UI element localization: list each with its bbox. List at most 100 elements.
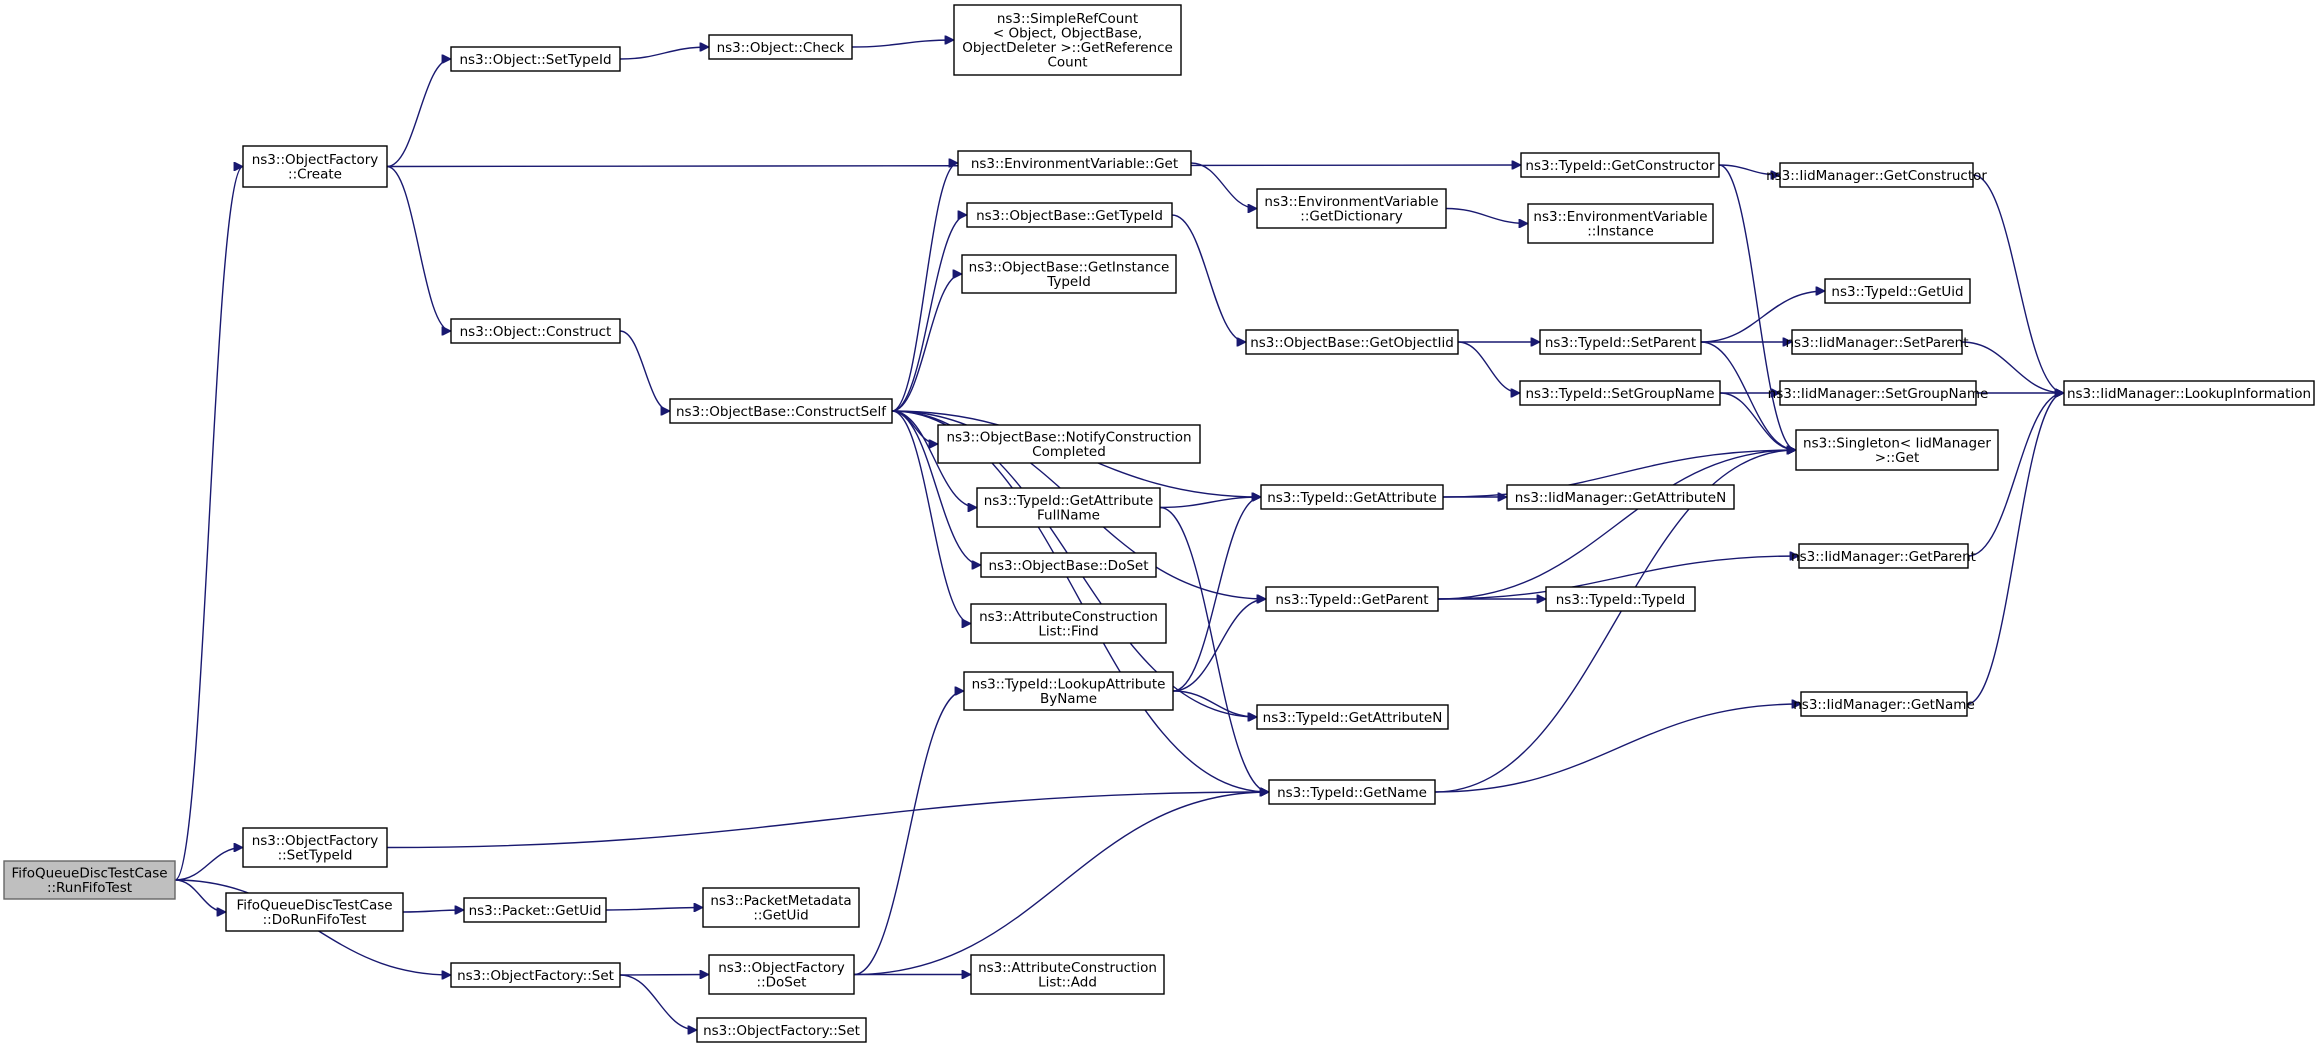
function-node-tid_setgroupname[interactable]: ns3::TypeId::SetGroupName xyxy=(1519,380,1721,406)
node-label-line: ns3::SimpleRefCount xyxy=(997,11,1138,27)
node-box xyxy=(1256,704,1449,730)
function-node-iid_setgroupname[interactable]: ns3::IidManager::SetGroupName xyxy=(1768,380,1989,406)
function-node-ob_gettypeid[interactable]: ns3::ObjectBase::GetTypeId xyxy=(966,202,1173,228)
function-node-of_settypeid[interactable]: ns3::ObjectFactory::SetTypeId xyxy=(242,827,388,868)
call-edges xyxy=(174,40,2064,1030)
function-node-env_getdict[interactable]: ns3::EnvironmentVariable::GetDictionary xyxy=(1256,188,1447,229)
function-node-ob_constructself[interactable]: ns3::ObjectBase::ConstructSelf xyxy=(669,398,893,424)
node-label-line: ns3::TypeId::GetConstructor xyxy=(1525,158,1715,174)
edge-ob_getobjectiid-to-tid_setgroupname xyxy=(1457,341,1520,393)
function-node-runfifo[interactable]: FifoQueueDiscTestCase::RunFifoTest xyxy=(3,860,176,900)
node-box xyxy=(1527,203,1714,244)
node-box xyxy=(961,254,1177,294)
function-node-env_instance[interactable]: ns3::EnvironmentVariable::Instance xyxy=(1527,203,1714,244)
function-node-pkt_getuid[interactable]: ns3::Packet::GetUid xyxy=(463,897,607,923)
node-label-line: ns3::Object::SetTypeId xyxy=(459,52,611,68)
edge-of_settypeid-to-tid_getname xyxy=(386,792,1269,849)
node-box xyxy=(970,603,1167,644)
edge-obj_settypeid-to-obj_check xyxy=(619,47,709,60)
edge-of_create-to-obj_settypeid xyxy=(386,59,451,168)
function-node-tid_getparent[interactable]: ns3::TypeId::GetParent xyxy=(1265,586,1439,612)
node-label-line: ByName xyxy=(1040,691,1097,707)
function-node-of_set[interactable]: ns3::ObjectFactory::Set xyxy=(450,962,621,988)
node-label-line: ns3::Packet::GetUid xyxy=(469,903,602,919)
function-node-tid_typeid[interactable]: ns3::TypeId::TypeId xyxy=(1545,586,1696,612)
edge-obj_check-to-srefcount xyxy=(851,40,954,48)
node-box xyxy=(1256,188,1447,229)
function-node-iid_getname[interactable]: ns3::IidManager::GetName xyxy=(1793,691,1975,717)
edge-runfifo-to-of_settypeid xyxy=(174,848,243,881)
node-label-line: ns3::ObjectBase::GetTypeId xyxy=(976,208,1163,224)
node-label-line: ns3::IidManager::GetParent xyxy=(1791,549,1976,565)
node-box xyxy=(450,318,621,344)
function-node-iid_getconstructor[interactable]: ns3::IidManager::GetConstructor xyxy=(1766,162,1987,188)
function-node-iid_setparent[interactable]: ns3::IidManager::SetParent xyxy=(1786,329,1969,355)
function-node-ob_doset[interactable]: ns3::ObjectBase::DoSet xyxy=(980,552,1157,578)
node-label-line: ::Instance xyxy=(1587,224,1654,240)
node-label-line: Count xyxy=(1047,55,1087,71)
node-label-line: TypeId xyxy=(1046,274,1091,290)
edge-tid_setparent-to-tid_getuid xyxy=(1700,291,1825,343)
edge-iid_setparent-to-iid_lookupinfo xyxy=(1961,341,2064,393)
function-node-env_get[interactable]: ns3::EnvironmentVariable::Get xyxy=(957,150,1192,176)
node-label-line: ns3::PacketMetadata xyxy=(710,893,851,909)
function-node-obj_check[interactable]: ns3::Object::Check xyxy=(708,34,853,60)
node-box xyxy=(708,954,855,995)
node-label-line: ns3::Object::Check xyxy=(717,40,845,56)
node-box xyxy=(1245,329,1459,355)
function-node-tid_getuid[interactable]: ns3::TypeId::GetUid xyxy=(1824,278,1971,304)
node-box xyxy=(463,897,607,923)
node-label-line: ns3::IidManager::SetGroupName xyxy=(1768,386,1989,402)
function-node-singleton_get[interactable]: ns3::Singleton< IidManager >::Get xyxy=(1795,429,1999,471)
function-node-tid_getname[interactable]: ns3::TypeId::GetName xyxy=(1268,779,1436,805)
node-box xyxy=(1824,278,1971,304)
edge-runfifo-to-dorunfifo xyxy=(174,879,226,912)
node-box xyxy=(1260,484,1444,510)
node-box xyxy=(3,860,176,900)
function-node-tid_getattrn[interactable]: ns3::TypeId::GetAttributeN xyxy=(1256,704,1449,730)
function-node-srefcount[interactable]: ns3::SimpleRefCount< Object, ObjectBase,… xyxy=(953,4,1182,76)
node-box xyxy=(1791,329,1963,355)
node-label-line: List::Find xyxy=(1038,624,1098,640)
node-label-line: ns3::ObjectBase::NotifyConstruction xyxy=(946,430,1191,446)
node-label-line: ns3::AttributeConstruction xyxy=(978,960,1157,976)
node-box xyxy=(1539,329,1702,355)
edge-ob_constructself-to-ob_gettypeid xyxy=(891,215,967,412)
node-label-line: ns3::EnvironmentVariable xyxy=(1264,194,1438,210)
function-node-of_doset[interactable]: ns3::ObjectFactory::DoSet xyxy=(708,954,855,995)
function-node-ob_notify[interactable]: ns3::ObjectBase::NotifyConstructionCompl… xyxy=(937,424,1201,464)
function-node-iid_lookupinfo[interactable]: ns3::IidManager::LookupInformation xyxy=(2063,380,2315,406)
node-label-line: FifoQueueDiscTestCase xyxy=(236,898,392,914)
function-node-tid_getattribute[interactable]: ns3::TypeId::GetAttribute xyxy=(1260,484,1444,510)
function-node-dorunfifo[interactable]: FifoQueueDiscTestCase::DoRunFifoTest xyxy=(225,892,404,932)
node-label-line: ns3::EnvironmentVariable::Get xyxy=(971,156,1178,172)
edge-tid_lookupattr-to-tid_getattrn xyxy=(1172,690,1257,717)
node-label-line: < Object, ObjectBase, xyxy=(993,26,1142,42)
node-label-line: FifoQueueDiscTestCase xyxy=(11,866,167,882)
node-box xyxy=(1545,586,1696,612)
function-node-ob_getobjectiid[interactable]: ns3::ObjectBase::GetObjectIid xyxy=(1245,329,1459,355)
node-box xyxy=(450,46,621,72)
node-label-line: ns3::TypeId::GetUid xyxy=(1831,284,1963,300)
node-label-line: ns3::TypeId::GetName xyxy=(1277,785,1427,801)
edge-iid_getname-to-iid_lookupinfo xyxy=(1966,393,2064,705)
function-node-pm_getuid[interactable]: ns3::PacketMetadata::GetUid xyxy=(702,887,860,928)
node-label-line: ns3::ObjectFactory xyxy=(252,833,379,849)
function-node-obj_construct[interactable]: ns3::Object::Construct xyxy=(450,318,621,344)
function-node-tid_setparent[interactable]: ns3::TypeId::SetParent xyxy=(1539,329,1702,355)
function-node-of_set2[interactable]: ns3::ObjectFactory::Set xyxy=(696,1017,867,1043)
edge-of_set-to-of_set2 xyxy=(619,974,697,1030)
node-label-line: ns3::ObjectFactory xyxy=(252,152,379,168)
edge-iid_getparent-to-iid_lookupinfo xyxy=(1967,393,2064,557)
function-node-tid_getconstructor[interactable]: ns3::TypeId::GetConstructor xyxy=(1520,152,1720,178)
function-node-of_create[interactable]: ns3::ObjectFactory::Create xyxy=(242,145,388,188)
function-node-obj_settypeid[interactable]: ns3::Object::SetTypeId xyxy=(450,46,621,72)
function-node-iid_getparent[interactable]: ns3::IidManager::GetParent xyxy=(1791,543,1976,569)
edge-ob_constructself-to-tid_getattrfull xyxy=(891,410,977,508)
function-node-iid_getattrn[interactable]: ns3::IidManager::GetAttributeN xyxy=(1506,484,1735,510)
